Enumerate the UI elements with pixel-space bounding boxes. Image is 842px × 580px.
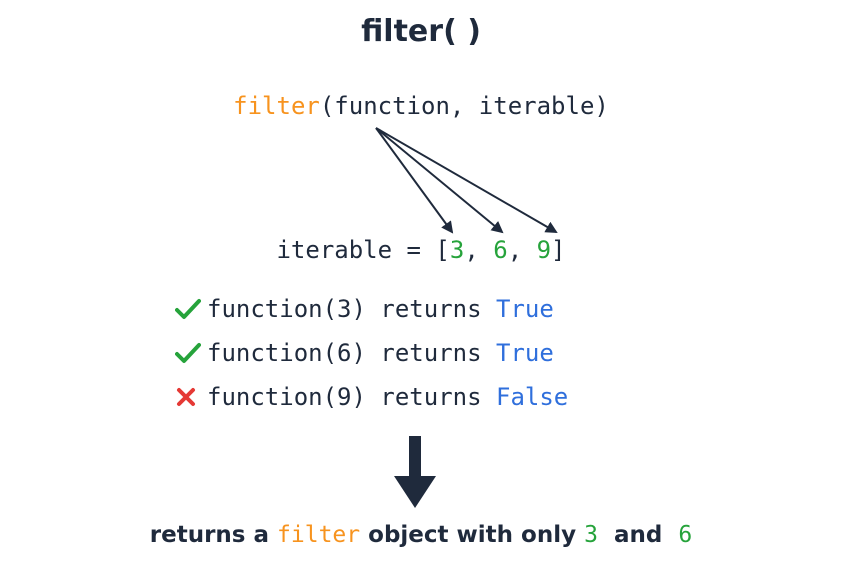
returns-word: returns — [365, 339, 496, 367]
return-value: True — [496, 339, 554, 367]
iterable-separator: , — [464, 236, 494, 264]
returns-word: returns — [365, 295, 496, 323]
down-arrow-icon — [394, 436, 436, 508]
arrow-to-value-9 — [375, 127, 558, 234]
arrow-to-value-6 — [375, 127, 504, 234]
open-paren: ( — [319, 92, 335, 120]
iterable-value: 9 — [536, 236, 552, 264]
arrow-to-value-3 — [375, 127, 454, 234]
return-value: True — [496, 295, 554, 323]
function-call: function(3) — [207, 295, 366, 323]
return-value: False — [496, 383, 569, 411]
returns-word: returns — [365, 383, 496, 411]
result-value: 6 — [678, 522, 693, 548]
diagram-title: filter( ) — [361, 14, 481, 49]
conclusion-part: object with only — [360, 522, 585, 548]
conclusion-part: returns a — [149, 522, 278, 548]
iterable-param: iterable — [478, 92, 595, 120]
result-value: 3 — [584, 522, 598, 548]
result-row: function(9) returns False — [175, 380, 568, 414]
result-row: function(3) returns True — [175, 292, 554, 326]
iterable-value: 6 — [493, 236, 508, 264]
check-icon — [175, 336, 207, 370]
iterable-value: 3 — [449, 236, 465, 264]
filter-signature: filter(function, iterable) — [0, 92, 842, 120]
param-separator: , — [449, 92, 479, 120]
function-param: function — [334, 92, 450, 120]
iterable-assignment: iterable = [3, 6, 9] — [0, 236, 842, 264]
close-paren: ) — [594, 92, 609, 120]
check-icon — [175, 292, 207, 326]
filter-keyword: filter — [233, 92, 320, 120]
result-row: function(6) returns True — [175, 336, 554, 370]
filter-keyword: filter — [277, 522, 361, 548]
iterable-suffix: ] — [551, 236, 566, 264]
conclusion-text: returns a filter object with only 3 and … — [0, 522, 842, 548]
function-call: function(6) — [207, 339, 366, 367]
iterable-prefix: iterable = [ — [276, 236, 450, 264]
function-call: function(9) — [207, 383, 366, 411]
cross-icon — [175, 380, 207, 414]
conclusion-part: and — [597, 522, 679, 548]
iterable-separator: , — [507, 236, 537, 264]
